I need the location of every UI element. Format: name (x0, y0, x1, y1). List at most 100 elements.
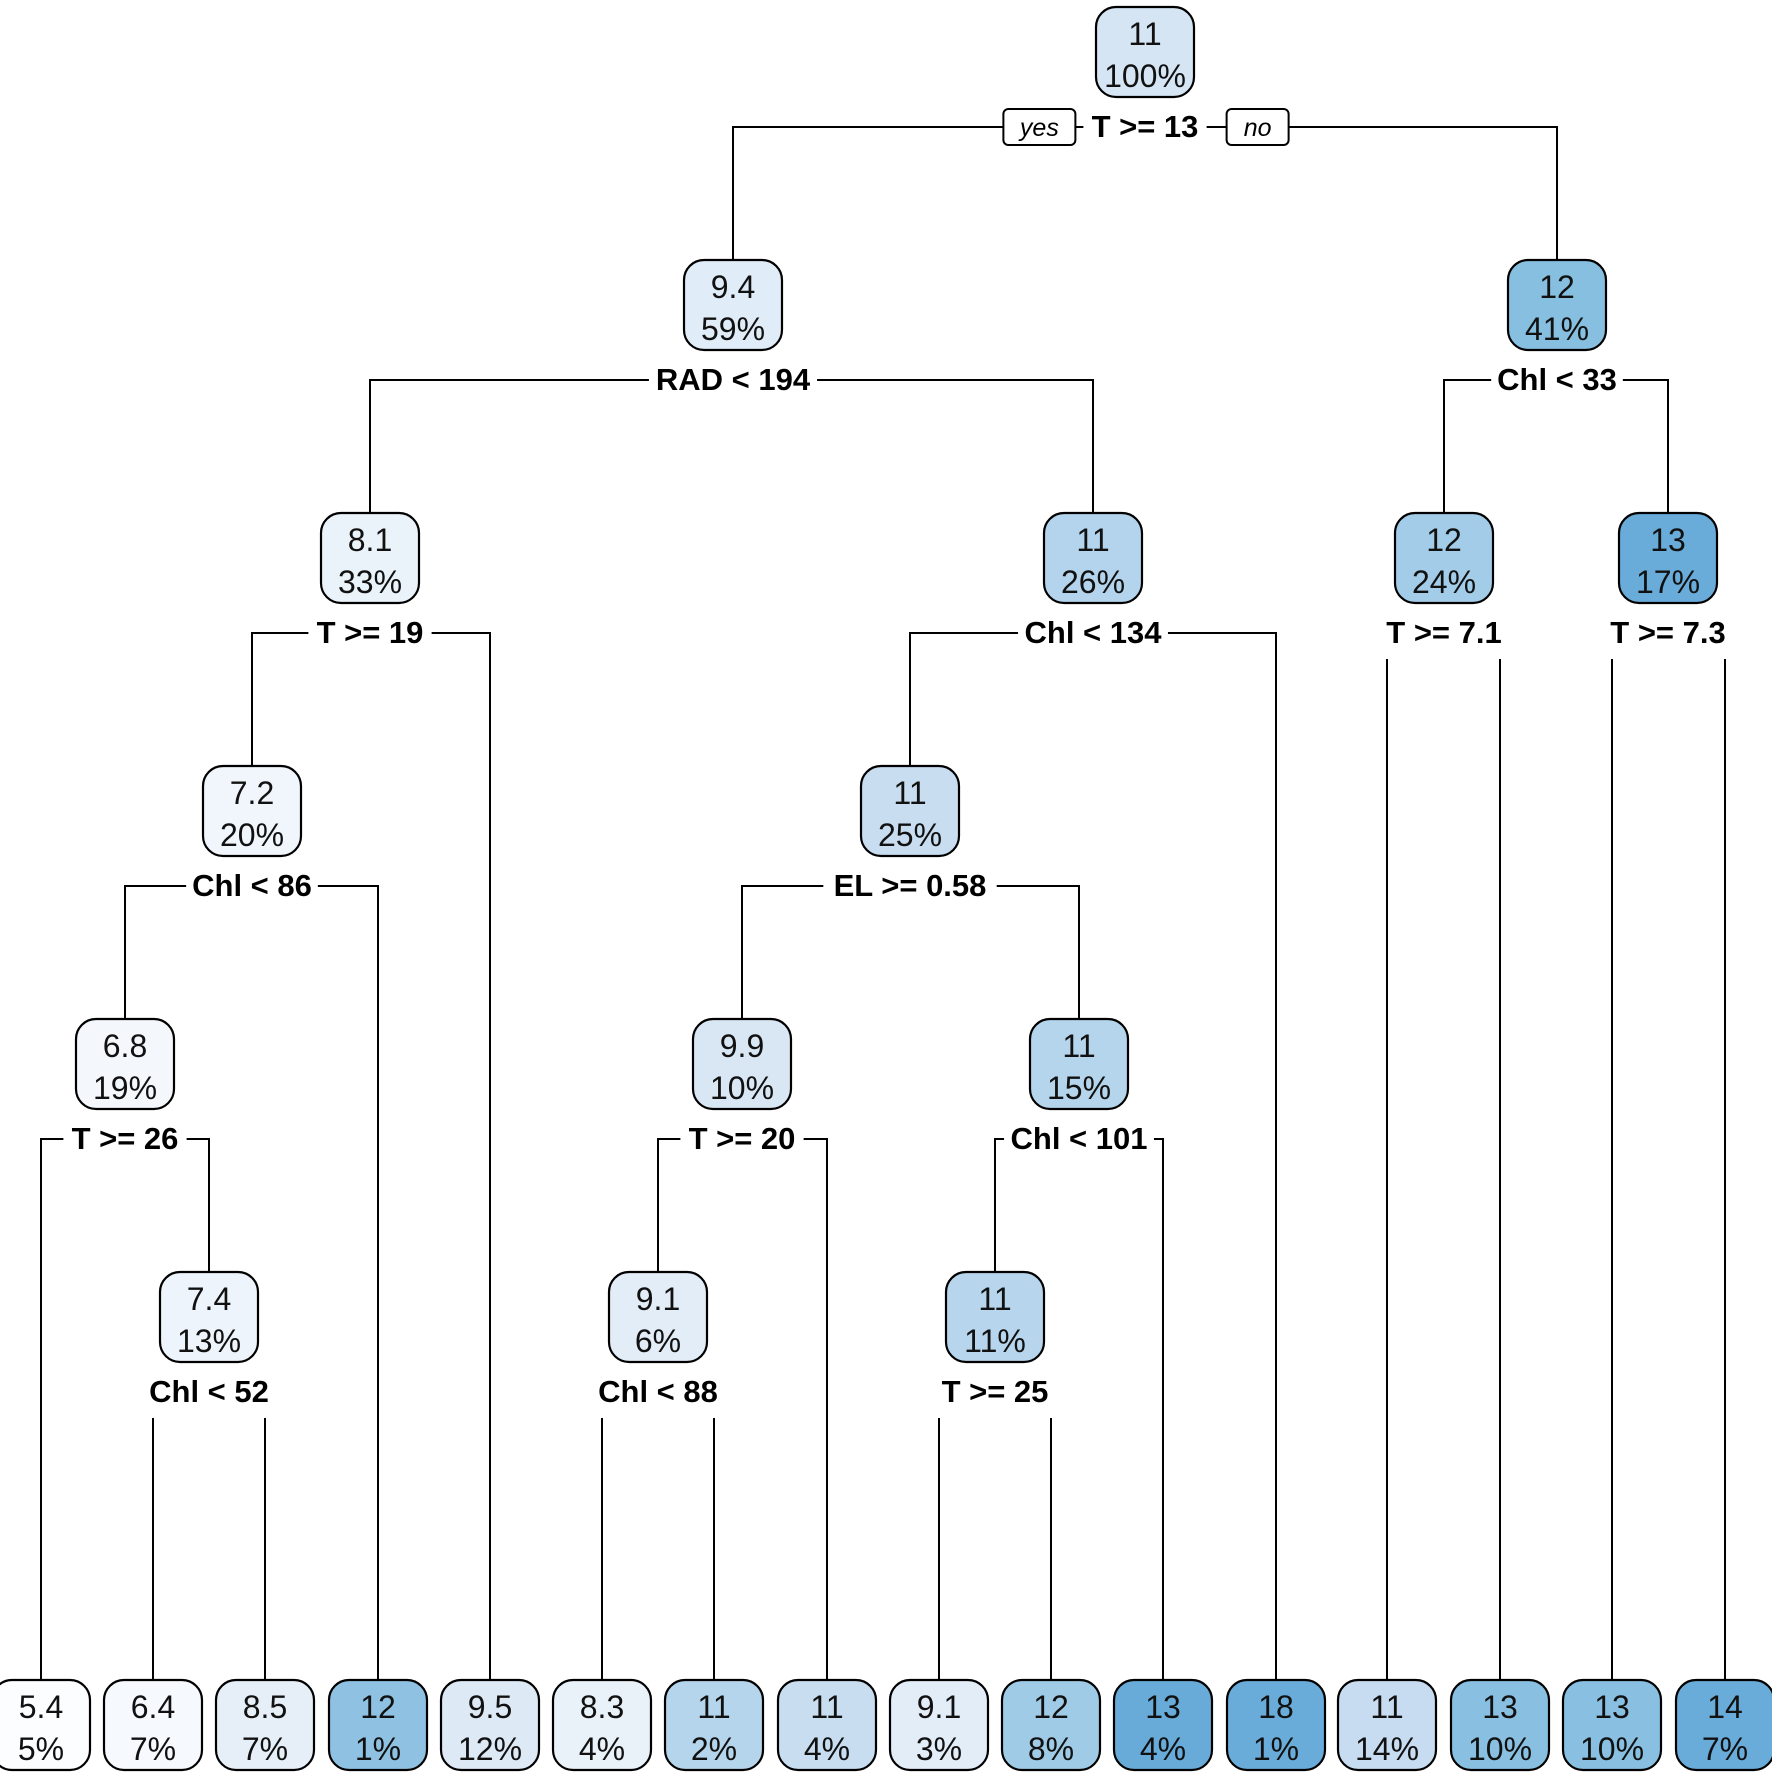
split-condition: Chl < 33 (1497, 362, 1617, 397)
node-value: 13 (1482, 1689, 1518, 1725)
edge-right (1167, 632, 1277, 1680)
edge-right (1622, 379, 1669, 513)
split-condition: T >= 7.1 (1386, 615, 1501, 650)
node-percent: 8% (1028, 1731, 1074, 1767)
edge-right (431, 632, 491, 1680)
node-value: 12 (1539, 269, 1575, 305)
node-box (327, 1678, 429, 1772)
node-box (1674, 1678, 1772, 1772)
node-percent: 24% (1412, 564, 1476, 600)
tree-node: 8.133% (319, 511, 421, 605)
split-condition: T >= 20 (689, 1121, 796, 1156)
node-value: 12 (1033, 1689, 1069, 1725)
edge-left (124, 885, 187, 1019)
split-condition: Chl < 134 (1025, 615, 1163, 650)
split-condition: T >= 7.3 (1610, 615, 1725, 650)
node-box (1561, 1678, 1663, 1772)
tree-node: 6.819% (74, 1017, 176, 1111)
tree-edges (40, 126, 1726, 1680)
tree-node: 9.16% (607, 1270, 709, 1364)
node-value: 6.4 (131, 1689, 175, 1725)
leaf-node: 9.512% (439, 1678, 541, 1772)
node-percent: 10% (710, 1070, 774, 1106)
node-percent: 11% (964, 1323, 1026, 1359)
node-value: 11 (1062, 1028, 1095, 1064)
edge-right (803, 1138, 828, 1680)
node-box (1000, 1678, 1102, 1772)
node-box (691, 1017, 793, 1111)
edge-left (251, 632, 309, 766)
edge-left (909, 632, 1019, 766)
node-box (1449, 1678, 1551, 1772)
node-box (201, 764, 303, 858)
node-box (944, 1270, 1046, 1364)
leaf-node: 5.45% (0, 1678, 92, 1772)
node-value: 13 (1145, 1689, 1181, 1725)
node-box (102, 1678, 204, 1772)
node-box (74, 1017, 176, 1111)
node-percent: 41% (1525, 311, 1589, 347)
node-value: 7.2 (230, 775, 274, 811)
node-box (1336, 1678, 1438, 1772)
tree-node: 7.413% (158, 1270, 260, 1364)
node-percent: 7% (1702, 1731, 1748, 1767)
node-box (1042, 511, 1144, 605)
node-percent: 10% (1580, 1731, 1644, 1767)
node-percent: 1% (355, 1731, 401, 1767)
node-value: 11 (810, 1689, 843, 1725)
split-condition: Chl < 86 (192, 868, 312, 903)
node-value: 9.1 (917, 1689, 961, 1725)
node-box (888, 1678, 990, 1772)
node-percent: 33% (338, 564, 402, 600)
node-value: 8.1 (348, 522, 392, 558)
node-value: 11 (893, 775, 926, 811)
node-percent: 1% (1253, 1731, 1299, 1767)
node-value: 12 (360, 1689, 396, 1725)
node-percent: 17% (1636, 564, 1700, 600)
split-condition: Chl < 52 (149, 1374, 269, 1409)
node-percent: 4% (1140, 1731, 1186, 1767)
split-condition: Chl < 88 (598, 1374, 718, 1409)
node-box (1393, 511, 1495, 605)
node-percent: 6% (635, 1323, 681, 1359)
node-percent: 7% (130, 1731, 176, 1767)
edge-right (1153, 1138, 1164, 1680)
node-box (776, 1678, 878, 1772)
node-percent: 20% (220, 817, 284, 853)
node-value: 12 (1426, 522, 1462, 558)
edge-left (1443, 379, 1492, 513)
node-percent: 59% (701, 311, 765, 347)
leaf-node: 112% (663, 1678, 765, 1772)
node-value: 18 (1258, 1689, 1294, 1725)
node-value: 9.4 (711, 269, 755, 305)
edge-right (186, 1138, 210, 1272)
leaf-node: 181% (1225, 1678, 1327, 1772)
node-percent: 100% (1104, 58, 1186, 94)
node-value: 11 (697, 1689, 730, 1725)
leaf-node: 8.34% (551, 1678, 653, 1772)
tree-node: 9.910% (691, 1017, 793, 1111)
node-value: 9.9 (720, 1028, 764, 1064)
node-box (551, 1678, 653, 1772)
split-condition: T >= 26 (72, 1121, 179, 1156)
node-box (682, 258, 784, 352)
node-box (607, 1270, 709, 1364)
edge-left (369, 379, 649, 513)
node-box (1028, 1017, 1130, 1111)
node-box (319, 511, 421, 605)
leaf-node: 6.47% (102, 1678, 204, 1772)
node-box (859, 764, 961, 858)
split-condition: EL >= 0.58 (834, 868, 987, 903)
node-percent: 19% (93, 1070, 157, 1106)
split-condition: T >= 25 (942, 1374, 1049, 1409)
node-value: 11 (978, 1281, 1011, 1317)
node-value: 14 (1707, 1689, 1743, 1725)
node-box (439, 1678, 541, 1772)
